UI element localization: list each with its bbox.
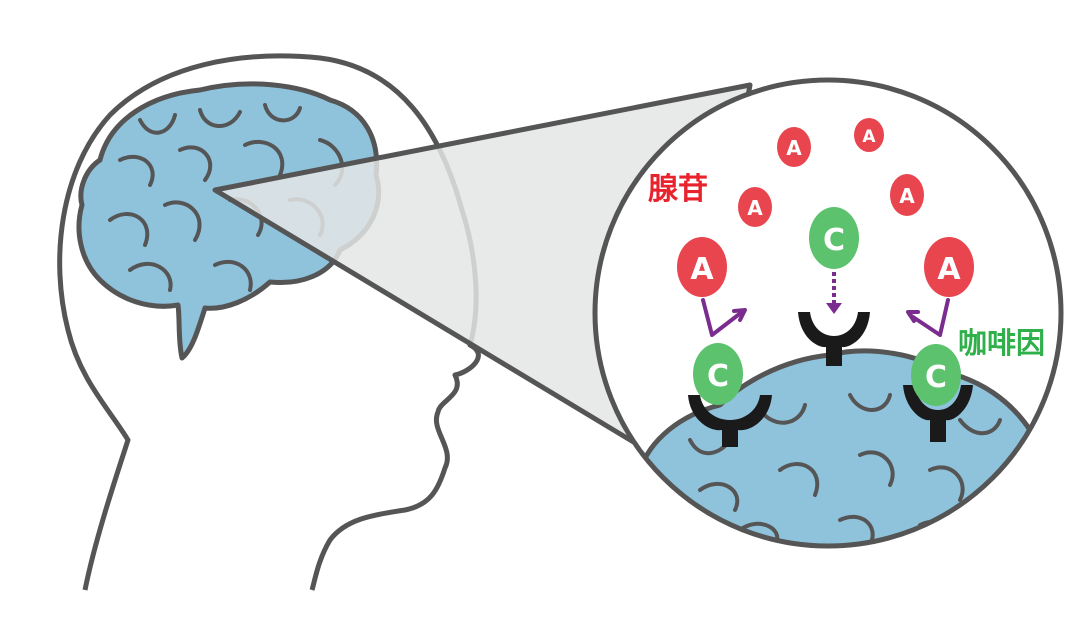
caffeine-molecule: C <box>693 343 743 405</box>
caffeine-molecule: C <box>911 344 961 406</box>
adenosine-symbol: A <box>862 127 876 147</box>
adenosine-symbol: A <box>747 196 763 220</box>
adenosine-molecule: A <box>890 174 924 216</box>
adenosine-molecule: A <box>738 187 772 227</box>
receptor-center <box>798 312 870 366</box>
caffeine-label: 咖啡因 <box>958 326 1045 360</box>
arrow-left <box>701 298 747 337</box>
receptor-left <box>688 395 772 447</box>
adenosine-symbol: A <box>786 136 802 160</box>
head-brain-shape <box>76 81 382 361</box>
adenosine-molecule: A <box>777 127 811 167</box>
adenosine-molecule: A <box>924 237 974 297</box>
adenosine-molecule: A <box>677 237 727 297</box>
adenosine-symbol: A <box>899 184 915 208</box>
arrow-center <box>826 272 842 314</box>
caffeine-molecule: C <box>809 207 859 269</box>
caffeine-symbol: C <box>925 360 947 395</box>
arrow-right <box>906 298 950 337</box>
caffeine-symbol: C <box>707 359 729 394</box>
adenosine-symbol: A <box>937 252 961 287</box>
magnified-view-outline <box>592 77 1064 549</box>
receptor-right <box>903 385 973 442</box>
adenosine-label: 腺苷 <box>648 172 708 207</box>
adenosine-symbol: A <box>690 252 714 287</box>
adenosine-molecule: A <box>854 118 884 152</box>
caffeine-symbol: C <box>823 223 845 258</box>
